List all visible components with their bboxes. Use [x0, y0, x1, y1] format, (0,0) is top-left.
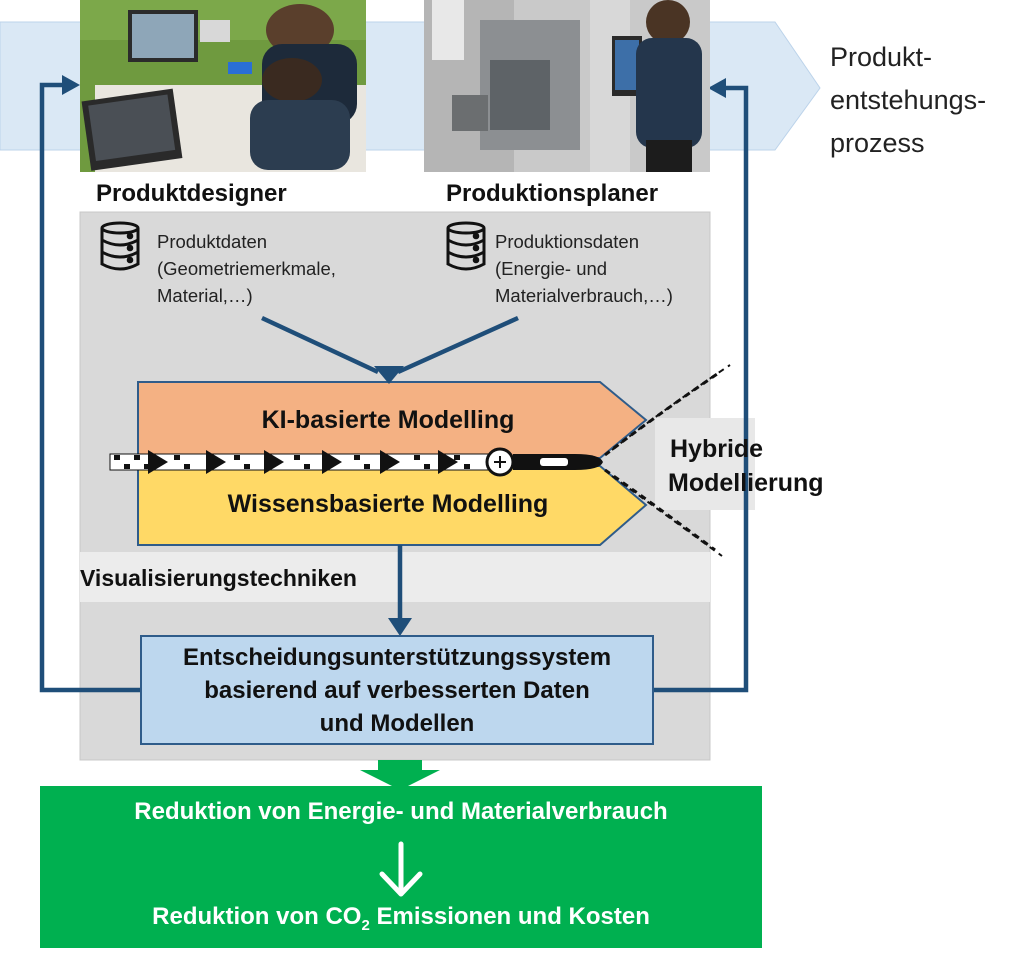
database-icon	[100, 221, 140, 271]
visualization-band	[80, 552, 710, 602]
process-label-line3: prozess	[830, 128, 925, 158]
designer-photo	[80, 0, 366, 172]
designer-data-line2: (Geometriemerkmale,	[157, 258, 336, 279]
decision-support-line2: basierend auf verbesserten Daten	[204, 676, 590, 704]
decision-support-line1: Entscheidungsunterstützungssystem	[182, 643, 612, 671]
ki-modelling-label: KI-basierte Modelling	[261, 406, 515, 434]
hybrid-modelling-label: Hybride Modellierung	[668, 432, 824, 500]
process-label-line1: Produkt-	[830, 42, 933, 72]
planner-data-text: Produktionsdaten (Energie- und Materialv…	[495, 228, 673, 309]
outcome-line2: Reduktion von CO2 Emissionen und Kosten	[40, 903, 762, 934]
designer-data-text: Produktdaten (Geometriemerkmale, Materia…	[157, 228, 336, 309]
zipper-icon	[109, 364, 731, 557]
arrowhead-right-loop	[708, 78, 726, 98]
arrowhead-merge	[374, 366, 404, 384]
planner-data-line1: Produktionsdaten	[495, 231, 639, 252]
decision-support-line3: und Modellen	[319, 709, 475, 737]
arrowhead-left-loop	[62, 75, 80, 95]
decision-support-box: Entscheidungsunterstützungssystem basier…	[140, 635, 654, 745]
outcome-line2-prefix: Reduktion von CO	[152, 903, 362, 930]
ki-modelling-shape	[137, 381, 648, 459]
designer-data-line1: Produktdaten	[157, 231, 268, 252]
designer-label: Produktdesigner	[96, 180, 287, 207]
outcome-line2-subscript: 2	[361, 917, 370, 934]
green-arrow	[360, 760, 440, 790]
arrowhead-to-dss	[388, 618, 412, 636]
database-icon	[446, 221, 486, 271]
process-label-line2: entstehungs-	[830, 85, 987, 115]
planner-label: Produktionsplaner	[446, 180, 659, 207]
process-label: Produkt- entstehungs- prozess	[830, 36, 986, 165]
designer-data-line3: Material,…)	[157, 285, 253, 306]
knowledge-modelling-label: Wissensbasierte Modelling	[227, 490, 549, 518]
planner-photo	[424, 0, 710, 172]
planner-data-line3: Materialverbrauch,…)	[495, 285, 673, 306]
hybrid-label-line2: Modellierung	[668, 469, 824, 497]
outcome-line2-suffix: Emissionen und Kosten	[369, 903, 650, 930]
decision-support-text: Entscheidungsunterstützungssystem basier…	[183, 641, 611, 740]
hybrid-band	[655, 418, 755, 510]
flow-arrows	[39, 82, 749, 693]
planner-data-line2: (Energie- und	[495, 258, 608, 279]
down-arrow-icon	[379, 841, 423, 897]
hybrid-label-line1: Hybride	[670, 435, 764, 463]
outcome-line1: Reduktion von Energie- und Materialverbr…	[134, 798, 668, 825]
visualization-label: Visualisierungstechniken	[80, 565, 357, 591]
